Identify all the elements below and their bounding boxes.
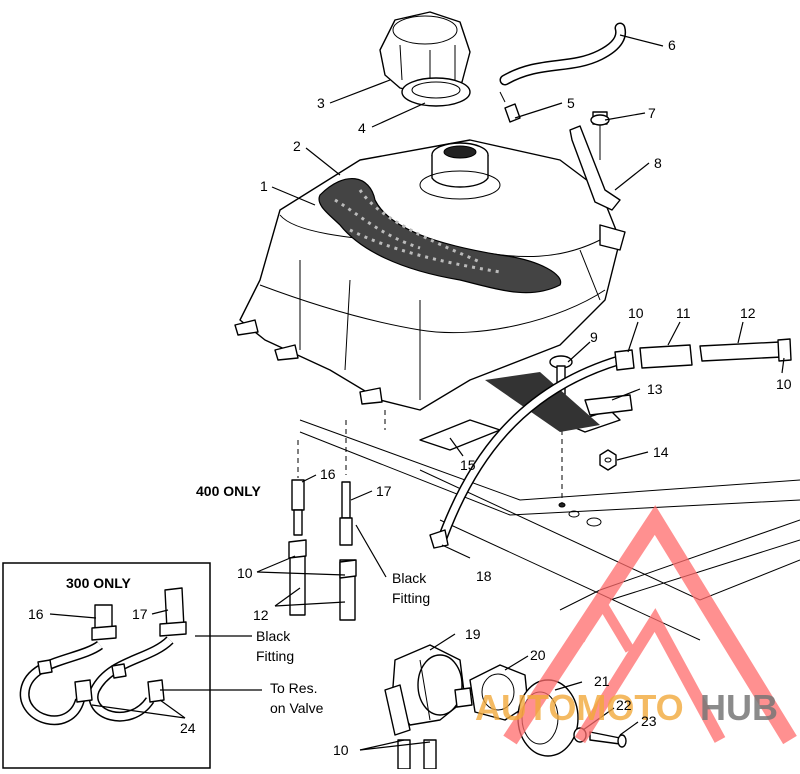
note-black-fitting-300-line1: Black (256, 628, 291, 644)
note-black-fitting-300-line2: Fitting (256, 648, 294, 664)
callout-20: 20 (530, 647, 546, 663)
note-400-only: 400 ONLY (196, 483, 262, 499)
callout-10-valve: 10 (333, 742, 349, 758)
callout-11: 11 (676, 305, 691, 321)
screw (589, 731, 621, 745)
hex-nut (599, 449, 617, 471)
callout-21: 21 (594, 673, 610, 689)
notes: 400 ONLY 300 ONLY Black Fitting Black Fi… (66, 483, 430, 716)
callout-13: 13 (647, 381, 663, 397)
mount-bolt-and-bracket (544, 355, 633, 508)
fuel-tank (234, 139, 626, 411)
note-to-res-line1: To Res. (270, 680, 317, 696)
callout-1: 1 (260, 178, 268, 194)
vent-fitting (504, 103, 521, 123)
fuel-line-to-filter (429, 338, 792, 549)
fuel-valve (384, 644, 473, 736)
fitting-17-400 (339, 481, 353, 546)
note-black-fitting-400-line2: Fitting (392, 590, 430, 606)
hoses-400 (288, 539, 357, 621)
callout-16-300: 16 (28, 606, 44, 622)
callout-4: 4 (358, 120, 366, 136)
note-black-fitting-400-line1: Black (392, 570, 427, 586)
callout-22: 22 (616, 697, 632, 713)
note-300-only: 300 ONLY (66, 575, 132, 591)
leader-lines (49, 34, 785, 751)
callout-9: 9 (590, 329, 598, 345)
callout-17-300: 17 (132, 606, 148, 622)
inset-300-only (2, 562, 211, 769)
callout-14: 14 (653, 444, 669, 460)
callout-23: 23 (641, 713, 657, 729)
callout-2: 2 (293, 138, 301, 154)
callout-24: 24 (180, 720, 196, 736)
callout-10-filter-right: 10 (776, 376, 792, 392)
callout-12-hoses: 12 (253, 607, 269, 623)
callout-7: 7 (648, 105, 656, 121)
callout-10-hoses: 10 (237, 565, 253, 581)
callout-17-400: 17 (376, 483, 392, 499)
watermark-logo (503, 505, 797, 745)
callout-18: 18 (476, 568, 492, 584)
fuel-cap (379, 11, 471, 96)
callout-numbers: 1 2 3 4 5 6 7 8 9 10 11 12 10 13 14 15 1… (28, 37, 792, 758)
callout-12-filter: 12 (740, 305, 756, 321)
fitting-16-400 (291, 479, 305, 536)
note-to-res-line2: on Valve (270, 700, 324, 716)
tank-bracket (569, 111, 621, 211)
callout-15: 15 (460, 457, 476, 473)
callout-16-400: 16 (320, 466, 336, 482)
watermark-text-automoto: AUTOMOTO (475, 687, 684, 728)
watermark-text-hub: HUB (700, 687, 778, 728)
callout-3: 3 (317, 95, 325, 111)
callout-8: 8 (654, 155, 662, 171)
decal-strip (318, 178, 562, 294)
callout-10-filter-left: 10 (628, 305, 644, 321)
callout-6: 6 (668, 37, 676, 53)
frame-rails (299, 419, 800, 641)
callout-5: 5 (567, 95, 575, 111)
callout-19: 19 (465, 626, 481, 642)
cap-gasket (401, 77, 471, 107)
